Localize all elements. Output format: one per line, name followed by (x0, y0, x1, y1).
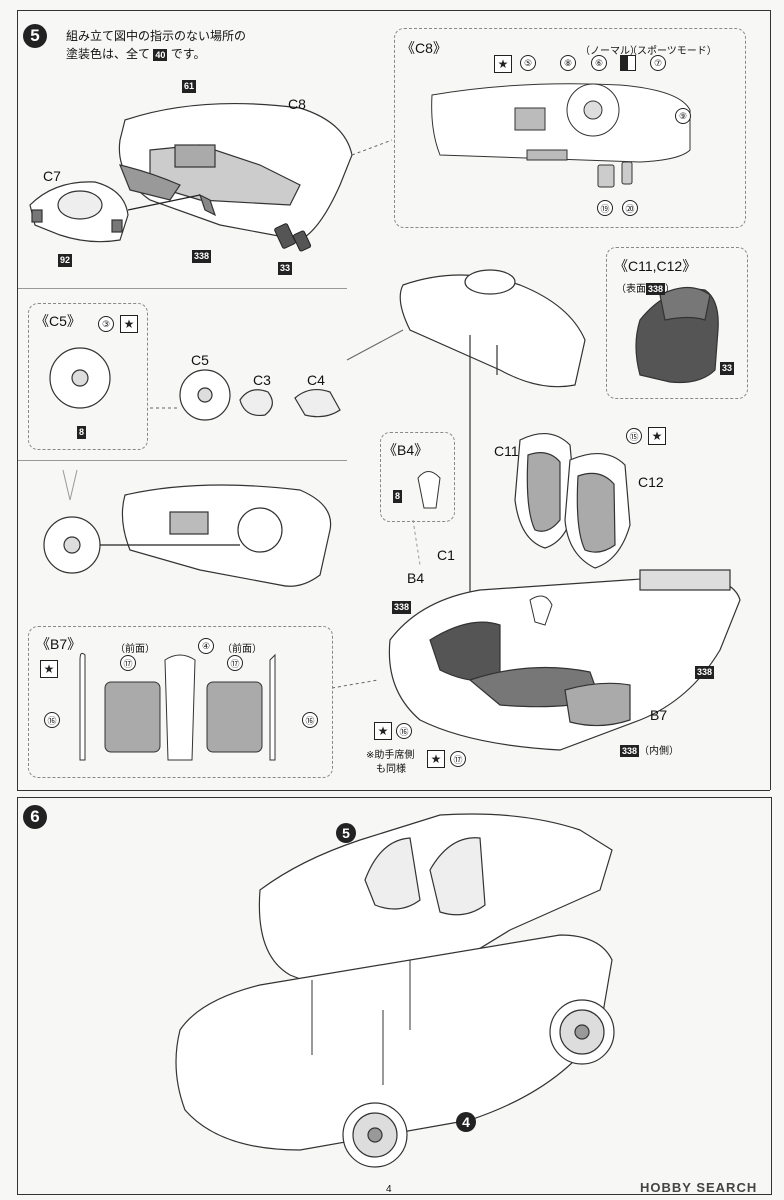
callout-16b: ⑯ (302, 712, 318, 728)
label-c5: C5 (191, 352, 209, 368)
c11-c12-detail-title: 《C11,C12》 (614, 258, 697, 274)
inner-code-338: 338 (620, 745, 640, 757)
divider (17, 288, 347, 289)
right-border (770, 10, 771, 790)
label-c11: C11 (494, 443, 519, 459)
b4-detail-title: 《B4》 (383, 442, 429, 458)
code-338-right: 338 (695, 666, 715, 679)
surface-text: （表面 (616, 284, 646, 295)
top-border (17, 10, 770, 11)
callout-3: ③ (98, 316, 114, 332)
front-left-label: （前面） (115, 644, 155, 655)
star-icon: ★ (427, 750, 445, 768)
callout-17b: ⑰ (227, 655, 243, 671)
label-c12: C12 (638, 474, 664, 490)
checker-icon (620, 55, 636, 71)
label-c7: C7 (43, 168, 61, 184)
ref-step-5: 5 (336, 823, 356, 843)
surface-close: ） (665, 284, 676, 295)
callout-15: ⑮ (626, 428, 642, 444)
callout-7: ⑦ (650, 55, 666, 71)
label-c1: C1 (437, 547, 455, 563)
label-c4: C4 (307, 372, 325, 388)
b7-detail-title: 《B7》 (36, 636, 82, 652)
label-b4: B4 (407, 570, 425, 586)
watermark: HOBBY SEARCH (640, 1180, 758, 1195)
left-border (17, 10, 18, 790)
star-icon: ★ (648, 427, 666, 445)
page-number: 4 (386, 1184, 392, 1195)
callout-20: ⑳ (622, 200, 638, 216)
step-6-frame (17, 797, 772, 1195)
callout-19: ⑲ (597, 200, 613, 216)
star-icon: ★ (374, 722, 392, 740)
star-icon: ★ (120, 315, 138, 333)
code-338: 338 (192, 250, 212, 263)
code-33-seat: 33 (720, 362, 735, 375)
callout-9: ⑨ (675, 108, 691, 124)
callout-16: ⑯ (396, 723, 412, 739)
inner-text: （内側） (639, 746, 680, 757)
code-33: 33 (278, 262, 293, 275)
c11-c12-detail-box (606, 247, 748, 399)
callout-6: ⑥ (591, 55, 607, 71)
star-icon: ★ (40, 660, 58, 678)
code-8: 8 (77, 426, 87, 439)
b7-detail-box (28, 626, 333, 778)
section-divider (17, 790, 770, 791)
sport-label: （スポーツモード） (627, 46, 717, 57)
b4-detail-box (380, 432, 455, 522)
c8-detail-title: 《C8》 (401, 40, 447, 56)
passenger-note-2: も同様 (376, 764, 406, 775)
callout-4: ④ (198, 638, 214, 654)
code-8-b4: 8 (393, 490, 403, 503)
paint-code-40: 40 (153, 49, 168, 61)
code-92: 92 (58, 254, 73, 267)
divider (17, 460, 347, 461)
code-338-left: 338 (392, 601, 412, 614)
callout-5: ⑤ (520, 55, 536, 71)
note-suffix: です。 (170, 47, 206, 61)
label-c8: C8 (288, 96, 306, 112)
step-6-badge: 6 (23, 805, 47, 829)
c5-detail-title: 《C5》 (35, 313, 81, 329)
callout-8: ⑧ (560, 55, 576, 71)
callout-17: ⑰ (450, 751, 466, 767)
label-b7: B7 (650, 707, 668, 723)
note-line-2: 塗装色は、全て (66, 47, 151, 61)
step-5-badge: 5 (23, 24, 47, 48)
step-5-note: 組み立て図中の指示のない場所の 塗装色は、全て 40 です。 (66, 27, 246, 63)
code-61: 61 (182, 80, 197, 93)
c8-detail-box (394, 28, 746, 228)
callout-16a: ⑯ (44, 712, 60, 728)
inner-label: 338（内側） (620, 742, 679, 757)
label-c3: C3 (253, 372, 271, 388)
star-icon: ★ (494, 55, 512, 73)
normal-label: （ノーマル） (580, 46, 640, 57)
surface-code-338: 338 (646, 283, 666, 295)
front-right-label: （前面） (222, 644, 262, 655)
ref-step-4: 4 (456, 1112, 476, 1132)
passenger-note-1: ※助手席側 (366, 750, 415, 761)
callout-17a: ⑰ (120, 655, 136, 671)
note-line-1: 組み立て図中の指示のない場所の (66, 29, 247, 43)
c5-detail-box (28, 303, 148, 450)
